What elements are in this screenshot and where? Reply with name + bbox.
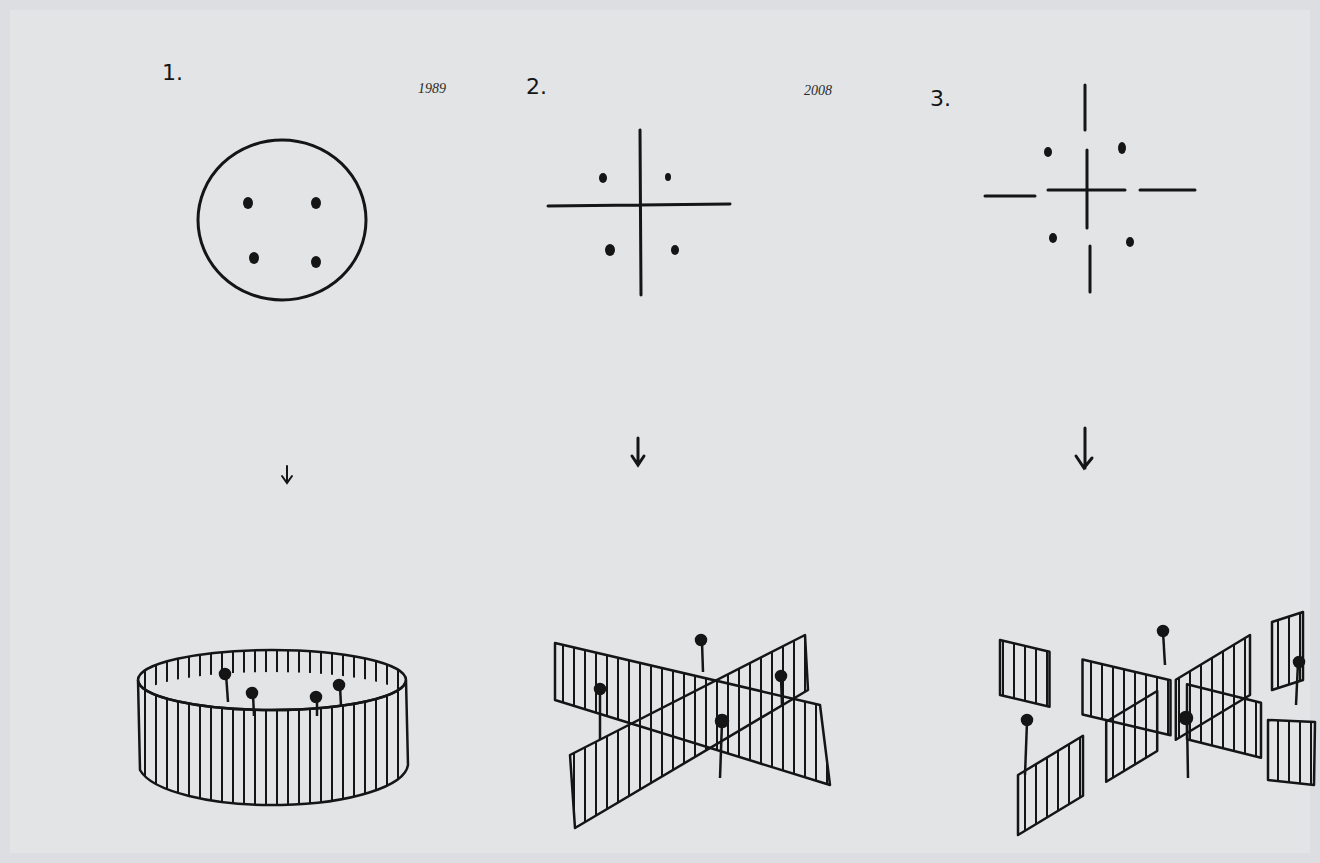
year: 2008 xyxy=(804,84,832,98)
year: 1989 xyxy=(418,82,446,96)
plan-dots xyxy=(243,142,1134,268)
pins xyxy=(595,635,786,778)
panel-number: 3. xyxy=(930,88,951,110)
panel-number: 2. xyxy=(526,76,547,98)
cross-walls xyxy=(555,635,830,828)
ring-wall xyxy=(138,650,408,805)
down-arrow xyxy=(282,466,292,483)
sheet xyxy=(10,10,1310,853)
plan-cross xyxy=(548,130,730,295)
down-arrow xyxy=(632,438,644,465)
pins xyxy=(220,669,344,716)
fragmented-walls xyxy=(1000,612,1315,835)
panel-number: 1. xyxy=(162,62,183,84)
plan-circle xyxy=(198,140,366,300)
down-arrow xyxy=(1076,428,1092,468)
pins xyxy=(1022,626,1304,778)
plan-fragmented-cross xyxy=(985,85,1195,292)
